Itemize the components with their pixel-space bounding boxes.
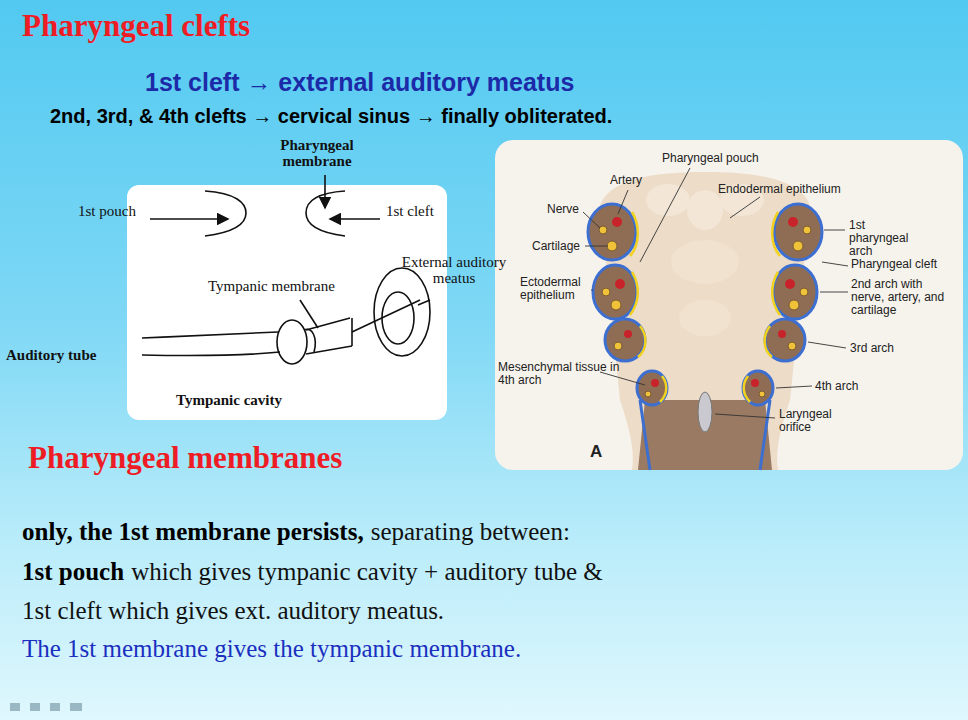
body-text: which gives tympanic cavity + auditory t…	[131, 558, 603, 585]
part-label: Nerve	[547, 203, 579, 216]
part-label: Pharyngeal membrane	[262, 137, 372, 169]
part-label: 1st pharyngeal arch	[849, 219, 924, 258]
part-label: Cartilage	[532, 240, 580, 253]
sketch-panel	[127, 185, 447, 420]
part-label: Auditory tube	[6, 347, 96, 363]
part-label: Pharyngeal cleft	[851, 258, 937, 271]
part-label: 4th arch	[815, 380, 858, 393]
part-label: Laryngeal orifice	[779, 408, 849, 434]
part-label: Pharyngeal pouch	[662, 152, 759, 165]
part-label: Endodermal epithelium	[718, 183, 841, 196]
body-line: only, the 1st membrane persists, separati…	[22, 518, 570, 546]
part-label: Tympanic membrane	[208, 278, 335, 294]
section-heading: Pharyngeal membranes	[28, 440, 342, 476]
embryo-panel	[495, 140, 963, 470]
embryo-figure	[583, 168, 848, 470]
subtitle: 1st cleft → external auditory meatus	[145, 68, 574, 97]
part-label: Ectodermal epithelium	[520, 276, 592, 302]
part-label: Artery	[610, 174, 642, 187]
body-text: The 1st membrane gives the tympanic memb…	[22, 635, 521, 663]
body-text: 1st cleft which gives ext. auditory meat…	[22, 597, 444, 625]
part-label: 2nd arch with nerve, artery, and cartila…	[851, 278, 959, 317]
part-label: Mesenchymal tissue in 4th arch	[498, 361, 638, 387]
body-text: separating between:	[371, 518, 570, 545]
part-label: 1st pouch	[78, 203, 136, 219]
part-label: Tympanic cavity	[176, 392, 282, 408]
slide-title: Pharyngeal clefts	[22, 8, 250, 44]
body-text: only, the 1st membrane persists,	[22, 518, 364, 545]
figure-letter: A	[590, 442, 602, 462]
part-label: 1st cleft	[386, 203, 434, 219]
part-label: 3rd arch	[850, 342, 894, 355]
body-line: 1st pouch which gives tympanic cavity + a…	[22, 558, 603, 586]
body-text: 1st pouch	[22, 558, 124, 585]
slide-controls	[10, 703, 82, 711]
subtitle: 2nd, 3rd, & 4th clefts → cervical sinus …	[50, 105, 612, 128]
part-label: External auditory meatus	[384, 254, 524, 286]
